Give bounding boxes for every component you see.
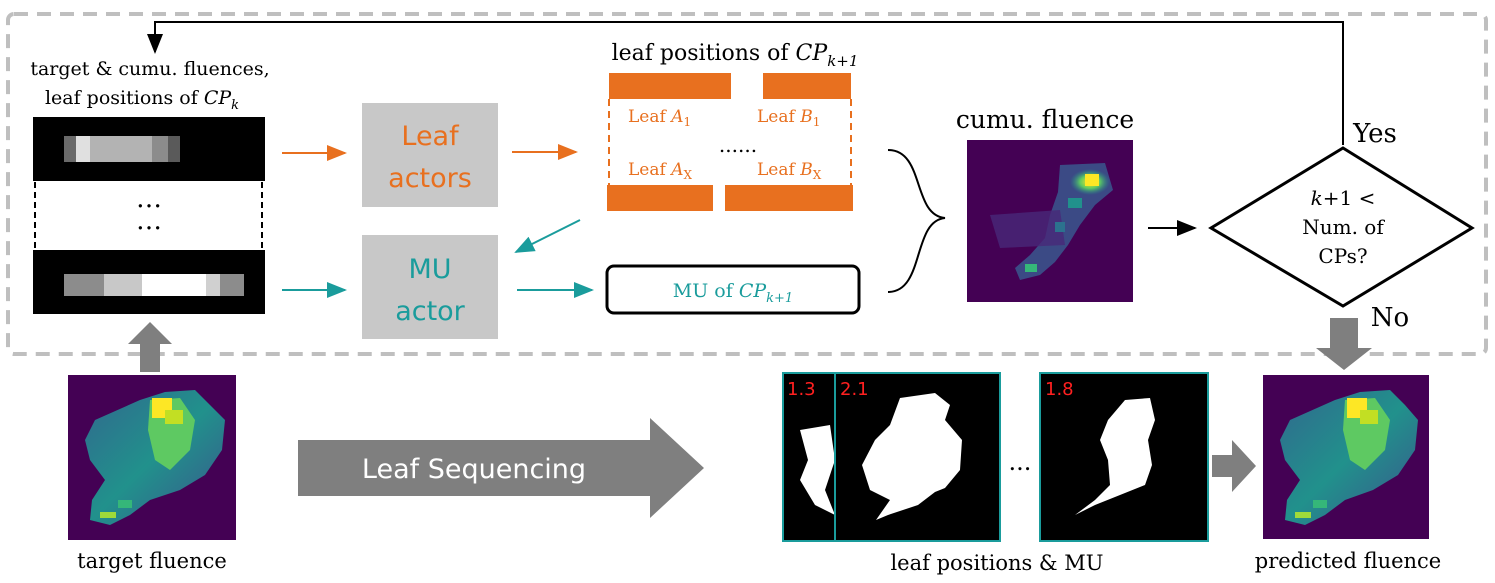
yes-label: Yes xyxy=(1352,119,1397,149)
vertical-dots-1: … xyxy=(136,184,162,214)
cp-next-symbol: CP xyxy=(796,41,829,66)
leaf-a1-label: Leaf xyxy=(628,107,667,127)
target-fluence-image xyxy=(68,375,236,540)
mu-cp-symbol: CP xyxy=(739,280,768,302)
input-strip-top xyxy=(33,117,265,181)
mu-value-1: 1.3 xyxy=(787,379,816,400)
svg-text:Leaf B1: Leaf B1 xyxy=(757,107,820,129)
svg-text:leaf positions of CPk+1: leaf positions of CPk+1 xyxy=(612,41,859,70)
leaf-frame-2 xyxy=(834,372,1001,542)
leaf-positions-next-label: leaf positions of xyxy=(612,41,791,66)
svg-text:MU of CPk+1: MU of CPk+1 xyxy=(673,280,793,306)
leaf-bx-label: Leaf xyxy=(757,160,796,180)
no-label: No xyxy=(1371,303,1409,333)
vertical-dots-2: … xyxy=(136,206,162,236)
svg-text:Leaf AX: Leaf AX xyxy=(628,160,692,182)
predicted-fluence-label: predicted fluence xyxy=(1255,549,1442,573)
decision-k: k xyxy=(1311,186,1323,210)
decision-line-1: +1 < xyxy=(1323,186,1376,210)
leaf-bank-diagram xyxy=(607,73,853,211)
svg-text:leaf positions of CPk: leaf positions of CPk xyxy=(45,87,239,113)
svg-text:Leaf A1: Leaf A1 xyxy=(628,107,691,129)
target-up-arrow xyxy=(128,322,172,372)
leaf-sequencing-arrow xyxy=(298,418,704,518)
mu-actor-label-1: MU xyxy=(408,254,451,285)
leaf-b1-label: Leaf xyxy=(757,107,796,127)
mu-of-label: MU of xyxy=(673,280,735,302)
leaf-actors-label-1: Leaf xyxy=(401,121,460,152)
leaf-dots: ...... xyxy=(719,133,757,157)
merge-brace xyxy=(887,149,946,293)
decision-line-2: Num. of xyxy=(1302,215,1385,239)
leaf-sequencing-label: Leaf Sequencing xyxy=(362,454,586,485)
svg-text:Leaf BX: Leaf BX xyxy=(757,160,822,182)
leaf-ax-label: Leaf xyxy=(628,160,667,180)
feedback-arrow xyxy=(147,21,1344,145)
leaf-positions-mu-label: leaf positions & MU xyxy=(890,551,1103,575)
cumu-fluence-image xyxy=(967,140,1133,302)
input-strip-bottom xyxy=(33,250,265,314)
loop-frame xyxy=(6,12,1488,356)
predicted-fluence-image xyxy=(1263,375,1429,539)
predicted-arrow xyxy=(1212,440,1256,492)
svg-text:k+1 <: k+1 < xyxy=(1311,186,1376,210)
mu-output-box xyxy=(605,264,861,315)
leaf-actors-label-2: actors xyxy=(388,163,472,194)
leaf-actors-box xyxy=(362,103,498,207)
decision-line-3: CPs? xyxy=(1318,244,1367,268)
cumu-fluence-label: cumu. fluence xyxy=(956,105,1134,134)
target-fluence-label: target fluence xyxy=(77,549,227,573)
arrow-leaf-to-mu xyxy=(514,219,581,253)
mu-value-3: 1.8 xyxy=(1045,379,1074,400)
no-arrow xyxy=(1316,318,1372,370)
mu-actor-label-2: actor xyxy=(395,296,465,327)
leaf-positions-k-label: leaf positions of xyxy=(45,87,200,109)
mu-actor-box xyxy=(362,235,498,339)
strip-dots: ... xyxy=(1009,448,1032,476)
target-cumu-label: target & cumu. fluences, xyxy=(30,58,269,80)
mu-value-2: 2.1 xyxy=(840,379,869,400)
cp-k-symbol: CP xyxy=(204,87,233,109)
leaf-frame-3 xyxy=(1039,372,1209,542)
decision-diamond xyxy=(1208,146,1475,308)
